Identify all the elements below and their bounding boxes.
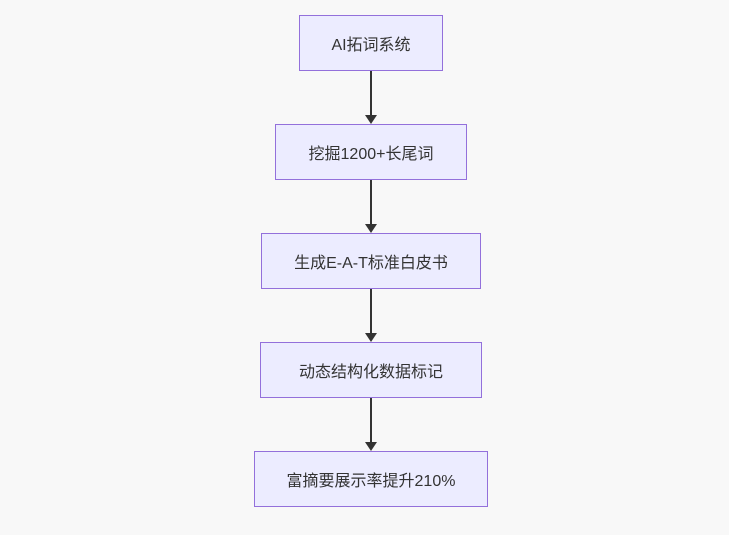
arrow-connector-1 [365, 71, 377, 124]
flow-node-label: 富摘要展示率提升210% [286, 473, 456, 490]
arrow-down-icon [365, 442, 377, 451]
flow-node-ai-word-expansion: AI拓词系统 [299, 15, 443, 71]
arrow-connector-4 [365, 398, 377, 451]
flow-node-label: 挖掘1200+长尾词 [308, 146, 434, 163]
flow-node-label: 生成E-A-T标准白皮书 [294, 255, 448, 272]
arrow-line [370, 398, 372, 443]
arrow-down-icon [365, 115, 377, 124]
flow-node-eat-whitepaper: 生成E-A-T标准白皮书 [261, 233, 481, 289]
flow-node-label: AI拓词系统 [331, 37, 411, 54]
flowchart: AI拓词系统 挖掘1200+长尾词 生成E-A-T标准白皮书 动态结构化数据标记… [254, 15, 488, 507]
arrow-line [370, 289, 372, 334]
arrow-connector-2 [365, 180, 377, 233]
arrow-down-icon [365, 333, 377, 342]
flow-node-longtail-mining: 挖掘1200+长尾词 [275, 124, 467, 180]
flow-node-label: 动态结构化数据标记 [298, 364, 443, 381]
flow-node-rich-snippet-result: 富摘要展示率提升210% [254, 451, 488, 507]
arrow-connector-3 [365, 289, 377, 342]
flow-node-structured-data: 动态结构化数据标记 [260, 342, 482, 398]
arrow-down-icon [365, 224, 377, 233]
arrow-line [370, 71, 372, 116]
arrow-line [370, 180, 372, 225]
